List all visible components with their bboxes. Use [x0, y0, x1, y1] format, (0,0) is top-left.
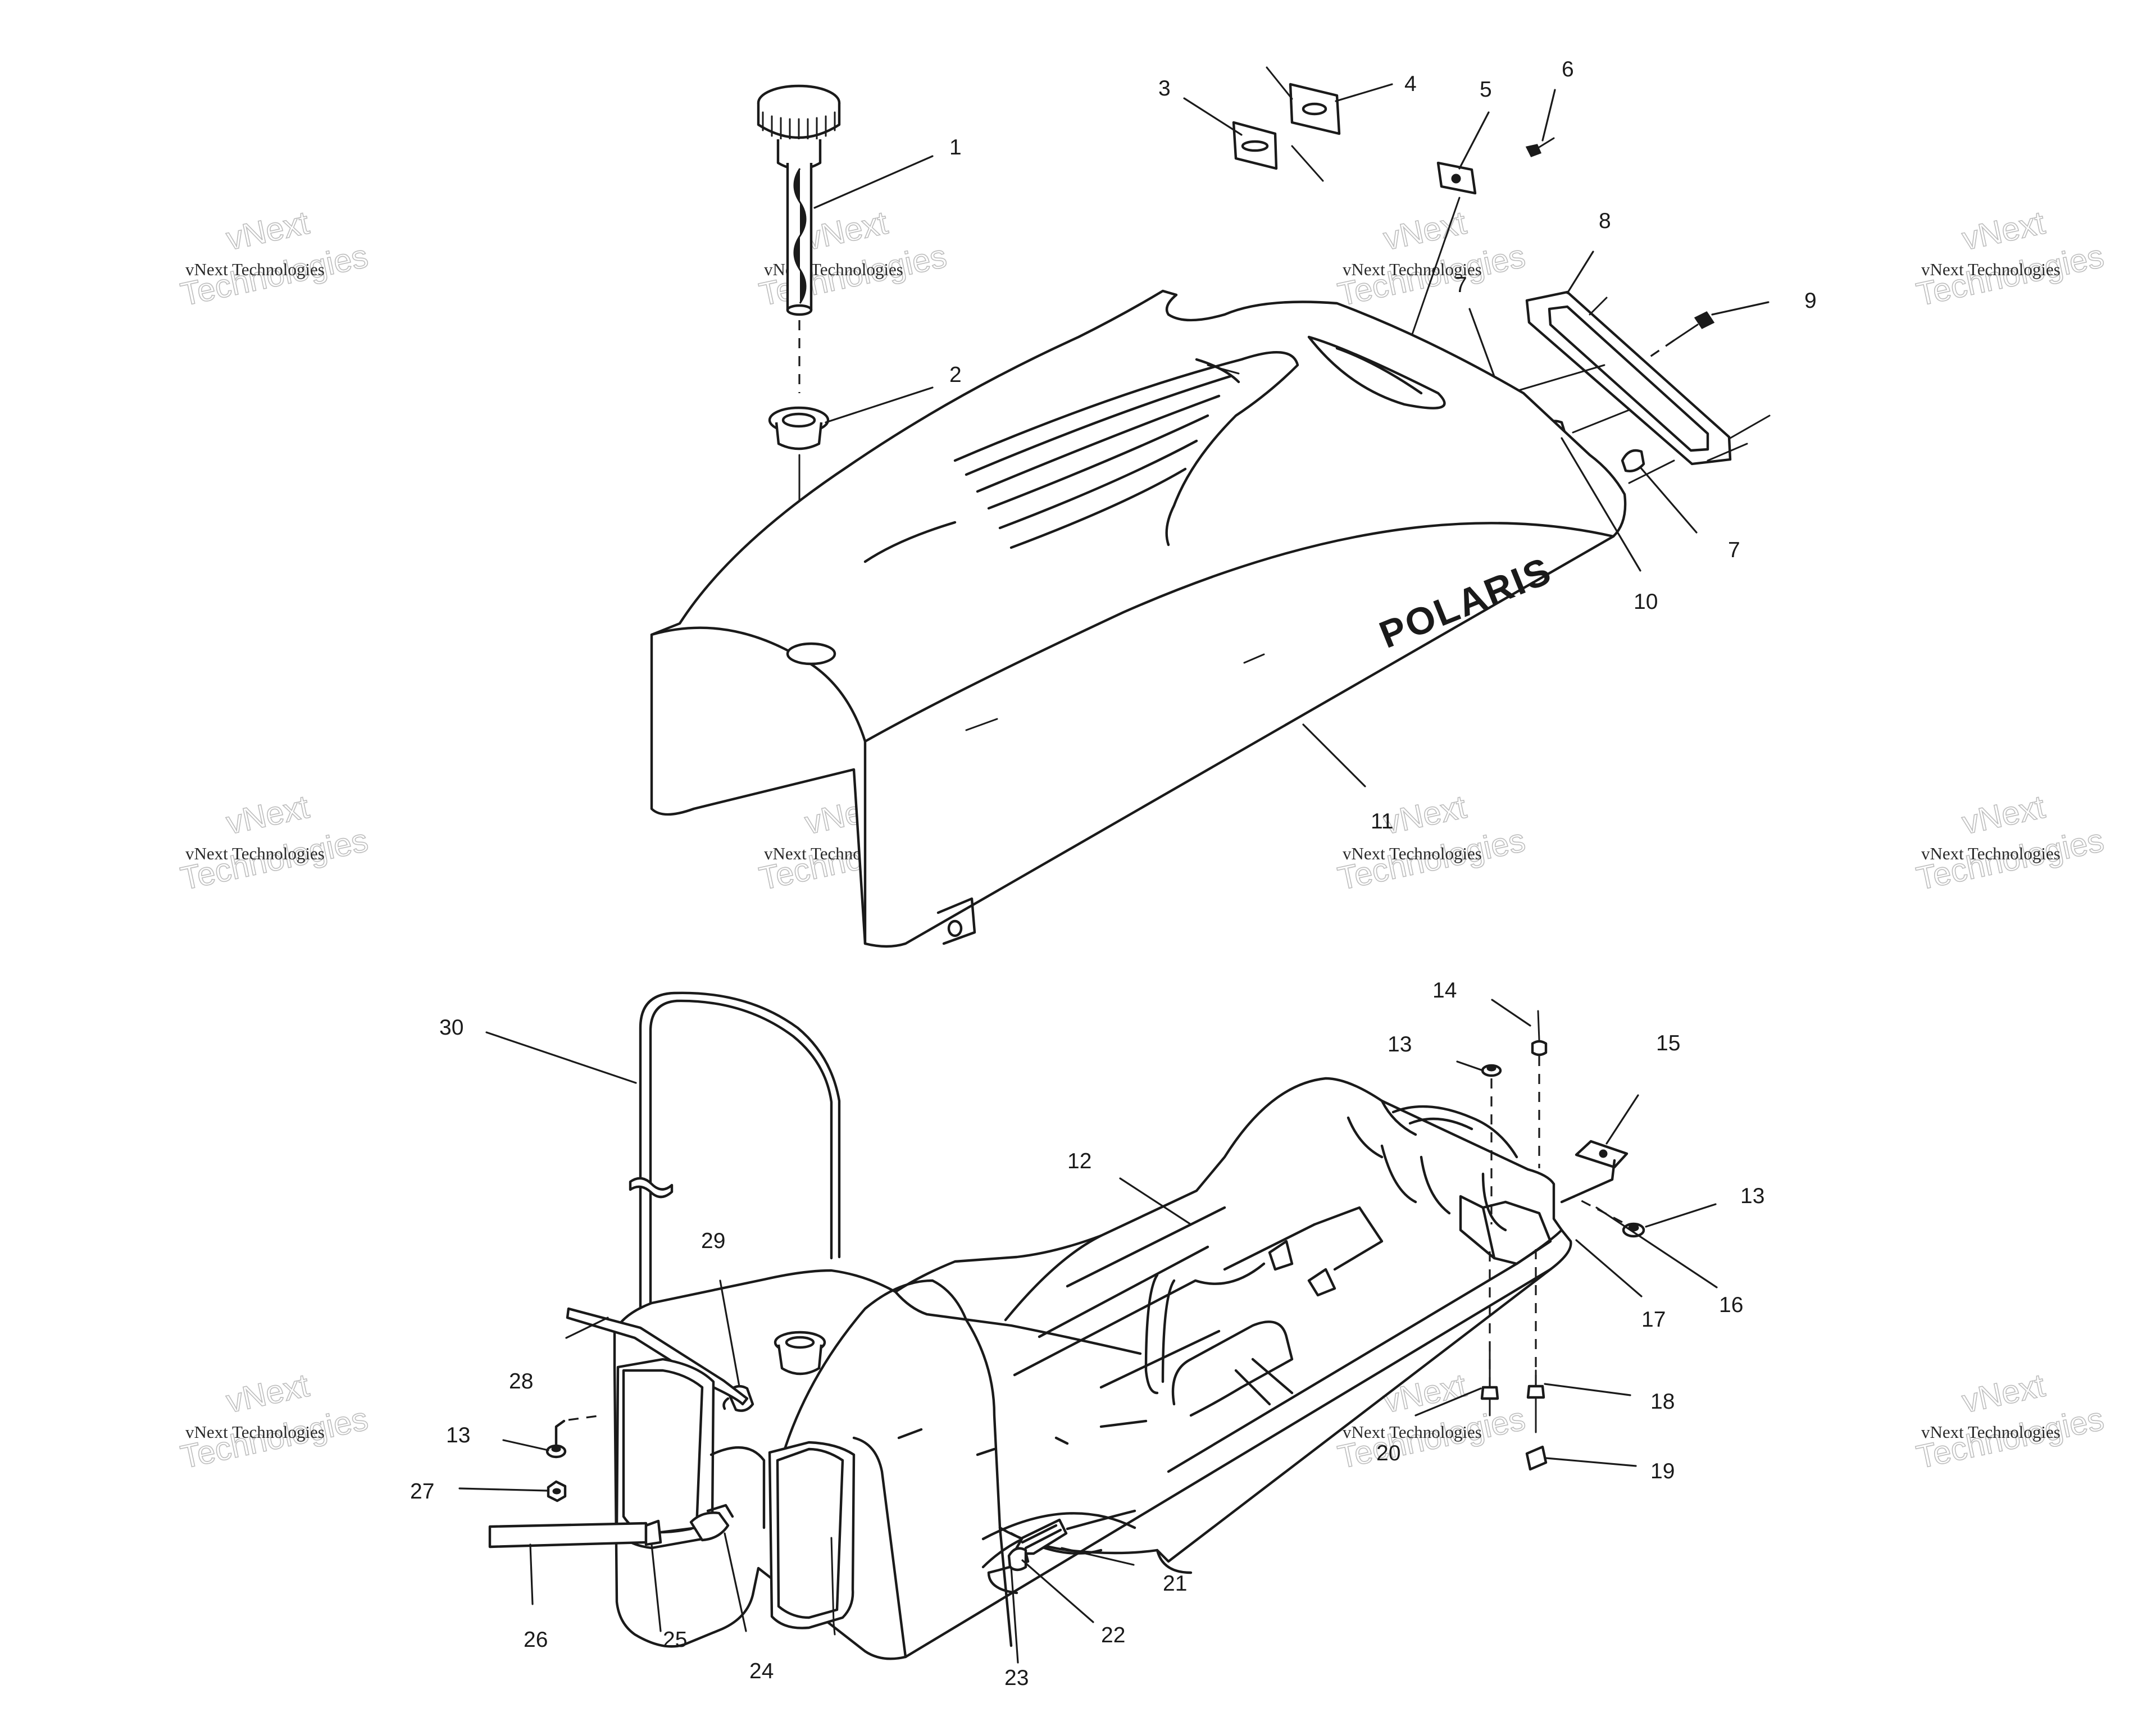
callout-3: 3 — [1158, 76, 1171, 101]
watermark-top-text: vNext — [1959, 204, 2048, 257]
watermark-caption-text: vNext Technologies — [185, 844, 325, 863]
callout-21: 21 — [1163, 1572, 1187, 1596]
callout-28: 28 — [509, 1369, 533, 1393]
part-nut-left — [547, 1480, 567, 1502]
callout-29: 29 — [701, 1229, 725, 1253]
part-fuel-tank — [613, 1077, 1572, 1660]
part-bulb-lower — [1621, 449, 1645, 472]
part-screw-housing — [1645, 311, 1715, 361]
watermark-caption-text: vNext Technologies — [1343, 259, 1482, 279]
callout-7-upper: 7 — [1455, 273, 1467, 297]
callout-13-top: 13 — [1388, 1032, 1412, 1056]
watermark-caption-text: vNext Technologies — [1921, 259, 2061, 279]
callout-2: 2 — [949, 363, 962, 387]
watermark-top-text: vNext — [223, 204, 312, 257]
part-grommet — [768, 406, 830, 450]
callout-4: 4 — [1404, 72, 1417, 96]
callout-16: 16 — [1719, 1293, 1743, 1317]
watermark-top-text: vNext — [1380, 204, 1470, 257]
callout-30: 30 — [439, 1015, 463, 1040]
part-washer-left — [545, 1414, 603, 1459]
leader-lines — [458, 83, 1770, 1664]
callout-25: 25 — [663, 1628, 687, 1652]
watermark-top-text: vNext — [1380, 789, 1470, 841]
watermark-caption-text: vNext Technologies — [1921, 844, 2061, 863]
callout-7-lower: 7 — [1728, 538, 1740, 562]
part-cover-plate — [1436, 161, 1477, 195]
callout-24: 24 — [749, 1659, 774, 1683]
watermark-caption-text: vNext Technologies — [1343, 1422, 1482, 1442]
part-screw-small — [1525, 137, 1555, 157]
callout-1: 1 — [949, 135, 962, 160]
callout-15: 15 — [1656, 1031, 1680, 1055]
callout-5: 5 — [1480, 78, 1492, 102]
callout-9: 9 — [1804, 289, 1817, 313]
watermark-top-text: vNext — [1959, 789, 2048, 841]
callout-27: 27 — [410, 1479, 434, 1504]
callout-13-right: 13 — [1740, 1184, 1764, 1208]
watermark-top-text: vNext — [223, 1367, 312, 1420]
watermark-caption-text: vNext Technologies — [185, 1422, 325, 1442]
part-fuel-line — [488, 1504, 1136, 1572]
part-push-rivet — [1531, 1010, 1548, 1168]
part-plate-small — [1232, 121, 1278, 170]
callout-20: 20 — [1376, 1441, 1400, 1465]
watermark-caption-text: vNext Technologies — [185, 259, 325, 279]
part-bolt-left — [1480, 1247, 1499, 1417]
callout-8: 8 — [1599, 209, 1611, 233]
callout-19: 19 — [1650, 1459, 1675, 1483]
callout-26: 26 — [524, 1628, 548, 1652]
callout-22: 22 — [1101, 1623, 1125, 1647]
callout-labels: 1 2 3 4 5 6 7 7 8 9 10 11 12 13 13 13 14… — [410, 57, 1817, 1690]
callout-11: 11 — [1371, 809, 1394, 834]
watermark-top-text: vNext — [802, 204, 891, 257]
watermark-top-text: vNext — [1959, 1367, 2048, 1420]
part-bracket-left — [566, 1307, 856, 1636]
part-fuel-cap — [757, 84, 841, 316]
callout-12: 12 — [1067, 1149, 1091, 1173]
callout-6: 6 — [1562, 57, 1574, 81]
callout-17: 17 — [1641, 1308, 1666, 1332]
callout-14: 14 — [1432, 978, 1457, 1003]
watermark-caption-text: vNext Technologies — [1921, 1422, 2061, 1442]
part-plate-gasket — [1266, 66, 1341, 182]
watermark-caption-text: vNext Technologies — [764, 259, 903, 279]
part-filler-neck — [774, 1331, 826, 1376]
callout-18: 18 — [1650, 1390, 1675, 1414]
callout-13-left: 13 — [446, 1423, 470, 1447]
part-bracket-right — [1560, 1140, 1629, 1204]
bulb-axis-lines — [1516, 364, 1605, 392]
callout-23: 23 — [1004, 1666, 1029, 1690]
watermark-caption-text: vNext Technologies — [1343, 844, 1482, 863]
watermark-top-text: vNext — [223, 789, 312, 841]
part-bolt-right — [1525, 1248, 1548, 1471]
callout-10: 10 — [1634, 590, 1658, 614]
